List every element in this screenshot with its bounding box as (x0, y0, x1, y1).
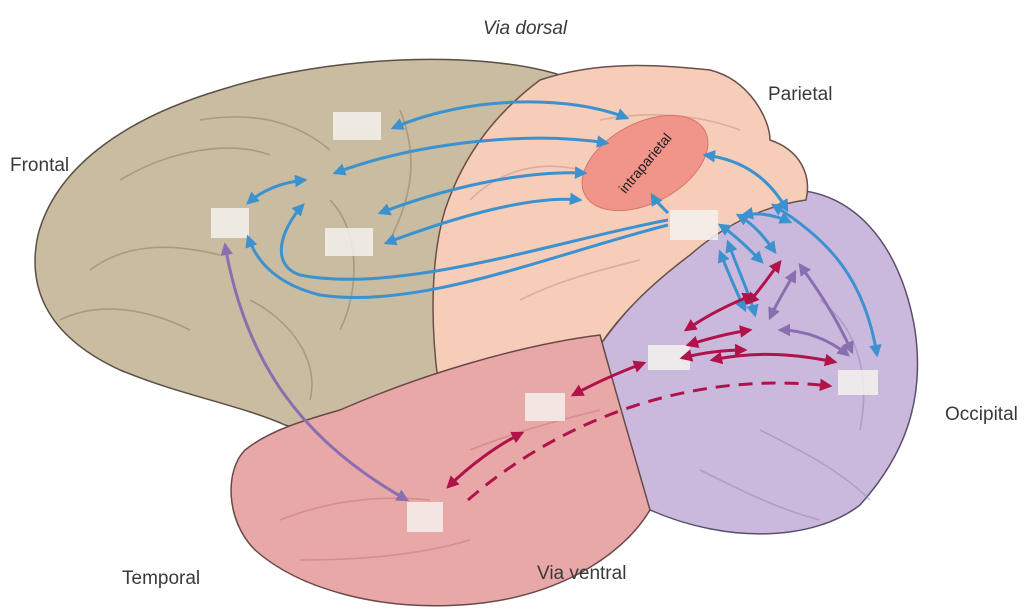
frontal-label: Frontal (10, 155, 69, 177)
blank-box (525, 393, 565, 421)
dorsal-stream-label: Via dorsal (483, 18, 567, 40)
blank-box (211, 208, 249, 238)
blank-box (333, 112, 381, 140)
parietal-label: Parietal (768, 84, 832, 106)
ventral-stream-label: Via ventral (537, 563, 626, 585)
occipital-label: Occipital (945, 404, 1018, 426)
blank-box (407, 502, 443, 532)
blank-box (670, 210, 718, 240)
temporal-label: Temporal (122, 568, 200, 590)
blank-box (838, 370, 878, 395)
blank-box (325, 228, 373, 256)
